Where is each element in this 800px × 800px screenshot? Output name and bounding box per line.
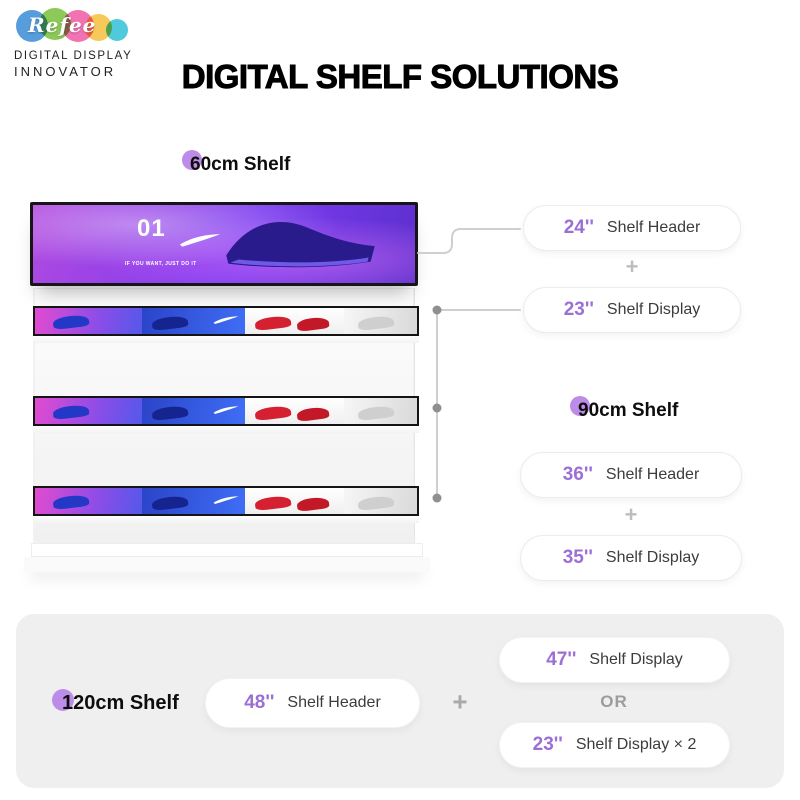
strip-segment-gray bbox=[344, 488, 417, 514]
strip-segment-white bbox=[245, 308, 345, 334]
pill-size: 23'' bbox=[532, 734, 563, 755]
strip-segment-pink bbox=[35, 398, 142, 424]
shelf-90-label: 90cm Shelf bbox=[570, 396, 679, 422]
pill-label: Shelf Display × 2 bbox=[575, 736, 697, 753]
logo-circle-cyan bbox=[106, 19, 128, 41]
pill-label: Shelf Header bbox=[605, 466, 700, 483]
white-sneaker-icon bbox=[357, 314, 395, 332]
strip-segment-pink bbox=[35, 488, 142, 514]
pill-label: Shelf Header bbox=[606, 219, 701, 236]
pill-size: 35'' bbox=[562, 547, 593, 568]
white-sneaker-icon bbox=[357, 404, 395, 422]
purple-dot-icon bbox=[52, 689, 74, 711]
pill-36-shelf-header: 36'' Shelf Header bbox=[520, 452, 742, 498]
pill-48-shelf-header: 48'' Shelf Header bbox=[205, 678, 420, 728]
purple-dot-icon bbox=[182, 150, 202, 170]
sneaker-image bbox=[226, 221, 375, 268]
red-sneaker-icon bbox=[296, 316, 330, 332]
shelf-display-strip-1 bbox=[33, 306, 419, 336]
ad-tagline: IF YOU WANT, JUST DO IT bbox=[125, 261, 197, 267]
nike-swoosh-icon bbox=[213, 496, 239, 505]
red-sneaker-icon bbox=[296, 406, 330, 422]
plus-joiner: + bbox=[625, 254, 639, 279]
red-sneaker-icon bbox=[296, 496, 330, 512]
shelf-board bbox=[33, 426, 419, 433]
strip-segment-blue bbox=[141, 488, 246, 514]
nike-swoosh-icon bbox=[179, 234, 221, 247]
red-sneaker-icon bbox=[254, 404, 292, 422]
brand-tagline-line1: DIGITAL DISPLAY bbox=[14, 50, 133, 62]
dark-sneaker-icon bbox=[151, 494, 189, 512]
brand-tagline-line2: INNOVATOR bbox=[14, 64, 117, 79]
blue-sneaker-icon bbox=[52, 493, 90, 511]
strip-segment-blue bbox=[141, 398, 246, 424]
ad-number: 01 bbox=[137, 215, 166, 242]
red-sneaker-icon bbox=[254, 314, 292, 332]
brand-logo: Refee bbox=[14, 6, 134, 50]
pill-label: Shelf Header bbox=[287, 694, 381, 711]
pill-size: 47'' bbox=[546, 649, 577, 670]
white-sneaker-icon bbox=[357, 494, 395, 512]
pill-size: 24'' bbox=[563, 217, 594, 238]
strip-segment-white bbox=[245, 398, 345, 424]
nike-swoosh-icon bbox=[213, 316, 239, 325]
plus-joiner: + bbox=[452, 686, 468, 717]
red-sneaker-icon bbox=[254, 494, 292, 512]
dark-sneaker-icon bbox=[151, 404, 189, 422]
blue-sneaker-icon bbox=[52, 313, 90, 331]
pill-label: Shelf Display bbox=[605, 549, 700, 566]
pill-24-shelf-header: 24'' Shelf Header bbox=[523, 205, 741, 251]
pill-size: 48'' bbox=[244, 692, 275, 713]
purple-dot-icon bbox=[570, 396, 590, 416]
pill-label: Shelf Display bbox=[589, 651, 683, 668]
shelf-display-strip-3 bbox=[33, 486, 419, 516]
strip-segment-gray bbox=[344, 398, 417, 424]
pill-23-shelf-display: 23'' Shelf Display bbox=[523, 287, 741, 333]
or-label: OR bbox=[600, 692, 628, 711]
dark-sneaker-icon bbox=[151, 314, 189, 332]
pill-size: 36'' bbox=[562, 464, 593, 485]
shelf-base-top bbox=[31, 543, 423, 557]
shelf-60-label: 60cm Shelf bbox=[182, 150, 291, 176]
nike-swoosh-icon bbox=[213, 406, 239, 415]
shelf-board bbox=[33, 336, 419, 343]
strip-segment-pink bbox=[35, 308, 142, 334]
shelf-base-bottom bbox=[24, 557, 430, 572]
strip-segment-white bbox=[245, 488, 345, 514]
shelf-90-label-text: 90cm Shelf bbox=[578, 400, 679, 421]
shelf-60-label-text: 60cm Shelf bbox=[190, 154, 291, 175]
pill-47-shelf-display: 47'' Shelf Display bbox=[499, 637, 730, 683]
shelf-board bbox=[33, 516, 419, 523]
page-title: DIGITAL SHELF SOLUTIONS bbox=[181, 58, 619, 96]
pill-label: Shelf Display bbox=[606, 301, 701, 318]
shelf-display-strip-2 bbox=[33, 396, 419, 426]
pill-35-shelf-display: 35'' Shelf Display bbox=[520, 535, 742, 581]
strip-segment-gray bbox=[344, 308, 417, 334]
pill-size: 23'' bbox=[563, 299, 594, 320]
pill-23x2-shelf-display: 23'' Shelf Display × 2 bbox=[499, 722, 730, 768]
shelf-120-label-text: 120cm Shelf bbox=[62, 692, 179, 714]
shelf-120-label: 120cm Shelf bbox=[52, 689, 179, 715]
blue-sneaker-icon bbox=[52, 403, 90, 421]
strip-segment-blue bbox=[141, 308, 246, 334]
plus-joiner: + bbox=[624, 502, 638, 527]
logo-text: Refee bbox=[28, 13, 97, 37]
shelf-header-display: 01 IF YOU WANT, JUST DO IT bbox=[30, 202, 418, 286]
